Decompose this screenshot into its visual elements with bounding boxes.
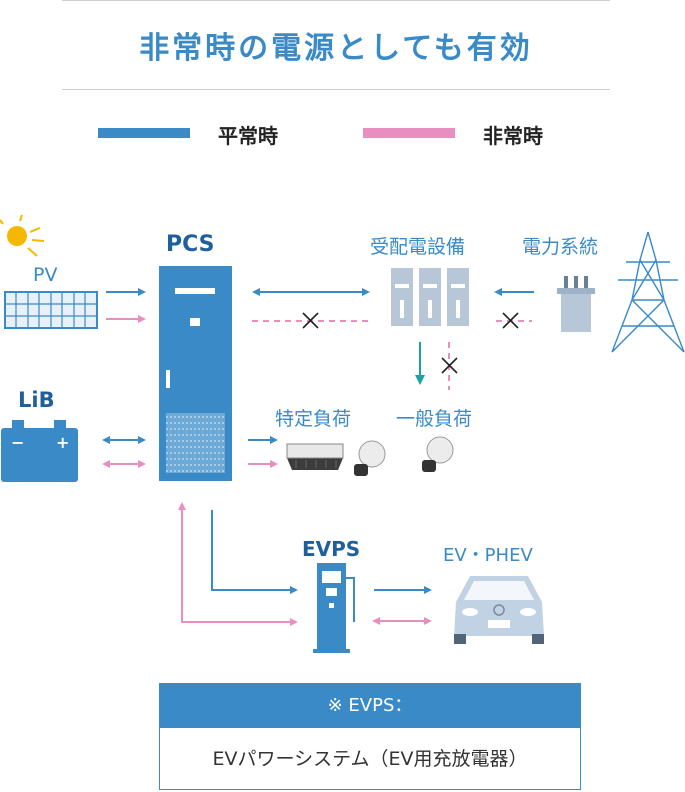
legend-emergency-label: 非常時 [483,124,543,148]
evps-note-head: ※ EVPS： [160,684,580,728]
sun-icon [0,214,45,257]
legend-normal-line [98,128,190,138]
cross-mark-3 [441,357,458,374]
pcs-label: PCS [166,232,215,257]
specific-load-label: 特定負荷 [275,408,352,430]
cross-mark [302,312,319,329]
light-bulb-icon-2 [422,436,454,472]
lib-label: LiB [18,388,55,412]
evps-note-box: ※ EVPS： EVパワーシステム（EV用充放電器） [159,683,581,790]
receiving-label: 受配電設備 [370,236,466,258]
legend-emergency-line [363,128,455,138]
transformer-icon [557,276,595,332]
light-bulb-icon [354,440,386,476]
title-area: 非常時の電源としても有効 [62,0,610,90]
svg-text:+: + [56,433,69,452]
solar-panel-icon [4,291,98,329]
switchgear-icon [391,268,469,326]
evps-note-body: EVパワーシステム（EV用充放電器） [212,748,528,770]
cross-mark-2 [502,312,519,329]
page-title: 非常時の電源としても有効 [139,31,533,66]
transmission-tower-icon [611,231,685,353]
grid-label: 電力系統 [522,236,599,258]
pcs-evps-normal-arrow [211,510,298,594]
general-load-label: 一般負荷 [396,408,473,430]
ev-charger-icon [313,563,355,653]
svg-text:−: − [11,433,24,452]
air-conditioner-icon [286,443,344,470]
legend-normal-label: 平常時 [218,124,278,148]
evps-label: EVPS [302,537,361,561]
pcs-cabinet-icon [159,266,232,481]
ev-label: EV・PHEV [443,545,533,566]
ev-car-icon [454,576,544,644]
battery-icon: − + [1,420,78,482]
evps-pcs-emergency-arrow [178,502,298,626]
pv-label: PV [33,264,58,286]
